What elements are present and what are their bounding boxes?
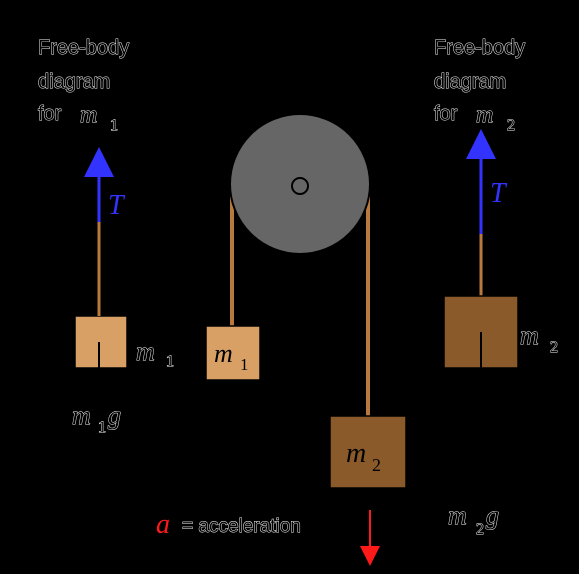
fbd-left: Free-body diagram for m 1 T m 1 m 1 g xyxy=(38,37,175,437)
fbd-left-box-label-symbol: m xyxy=(136,337,155,366)
fbd-right-weight-label-g: g xyxy=(486,501,499,530)
fbd-left-title-line1: Free-body xyxy=(38,37,129,59)
acceleration-symbol: a xyxy=(156,509,170,540)
fbd-left-title-mass-symbol: m xyxy=(80,102,97,128)
fbd-right-title-mass-subscript: 2 xyxy=(507,117,515,134)
mass-1-label-subscript: 1 xyxy=(240,355,249,374)
fbd-right-tension-label: T xyxy=(490,178,508,209)
fbd-left-title-line3-prefix: for xyxy=(38,103,62,125)
fbd-left-weight-label-g: g xyxy=(108,401,121,430)
fbd-right: Free-body diagram for m 2 T m 2 m 2 g xyxy=(434,37,559,539)
fbd-left-tension-label: T xyxy=(108,190,126,221)
fbd-right-weight-label-sub: 2 xyxy=(476,521,484,538)
fbd-right-title-mass-symbol: m xyxy=(476,102,493,128)
mass-1-label-symbol: m xyxy=(214,339,233,368)
fbd-right-box-label-symbol: m xyxy=(520,321,539,350)
mass-2-label-symbol: m xyxy=(346,438,366,469)
acceleration-text: = acceleration xyxy=(182,516,301,537)
pulley-axle xyxy=(291,177,309,195)
fbd-right-title-line1: Free-body xyxy=(434,37,525,59)
fbd-right-weight-label-m: m xyxy=(448,501,467,530)
fbd-left-weight-label-m: m xyxy=(72,401,91,430)
fbd-left-title-mass-subscript: 1 xyxy=(110,117,118,134)
atwood-machine: m 1 m 2 xyxy=(205,113,407,489)
mass-1-box xyxy=(205,325,261,381)
fbd-left-mass-box xyxy=(74,315,128,369)
mass-2-label-subscript: 2 xyxy=(372,455,381,475)
fbd-right-box-label-subscript: 2 xyxy=(550,339,558,356)
fbd-right-title-line3-prefix: for xyxy=(434,103,458,125)
fbd-right-title-line2: diagram xyxy=(434,71,506,93)
fbd-left-weight-label-sub: 1 xyxy=(98,419,106,436)
fbd-left-title-line2: diagram xyxy=(38,71,110,93)
acceleration-legend: a = acceleration xyxy=(156,509,380,566)
mass-2-box xyxy=(329,415,407,489)
fbd-left-box-label-subscript: 1 xyxy=(166,353,174,370)
pulley-wheel xyxy=(229,113,371,255)
